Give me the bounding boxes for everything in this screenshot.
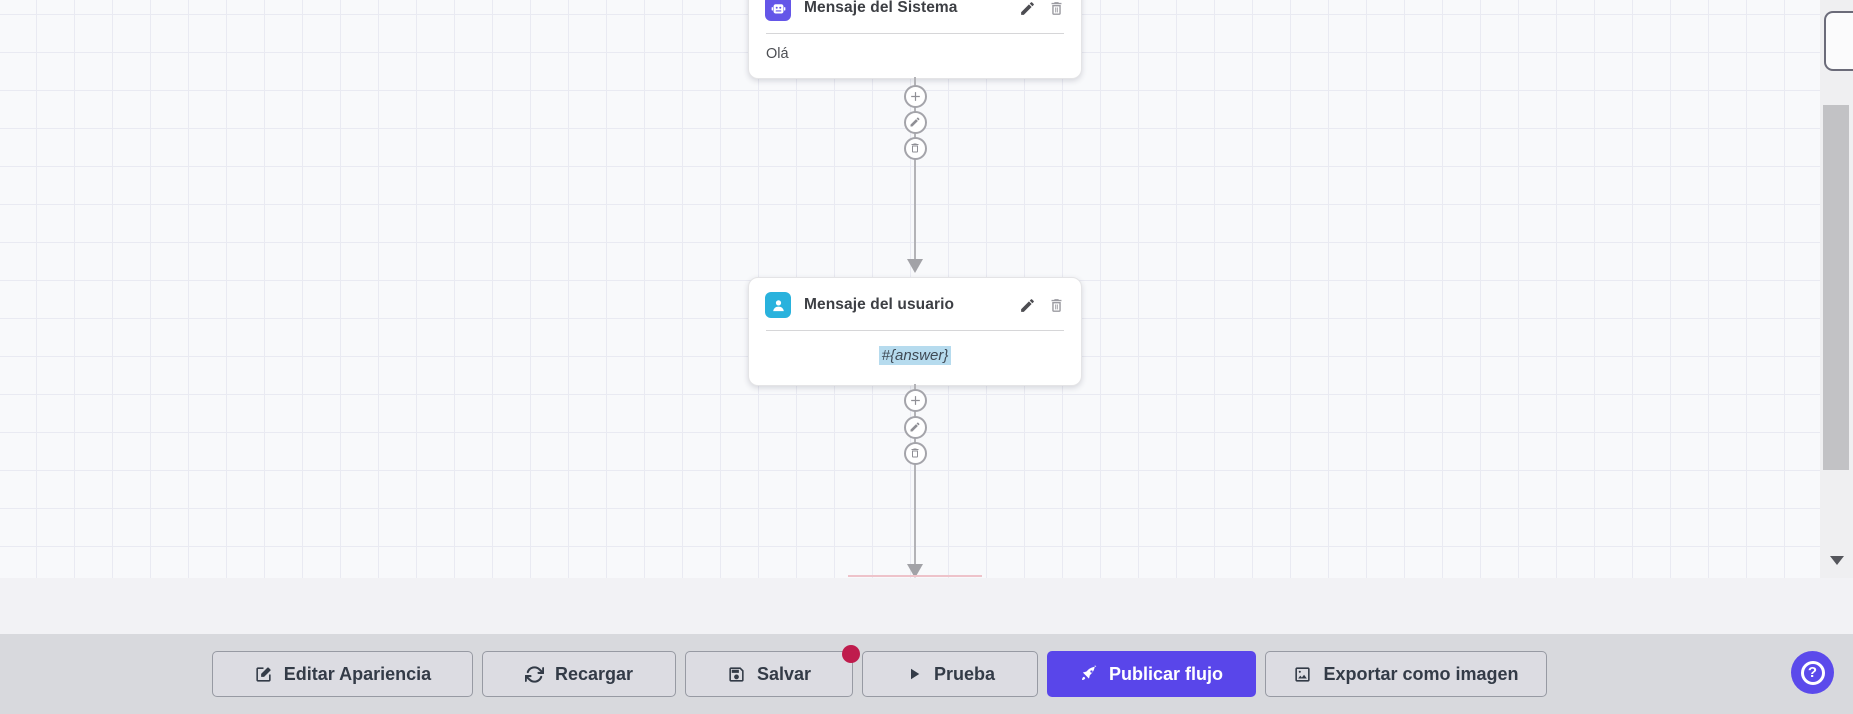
canvas-footer-strip [0, 578, 1853, 634]
zoom-panel[interactable] [1824, 11, 1853, 71]
node-divider [766, 33, 1064, 34]
scrollbar-thumb[interactable] [1823, 105, 1849, 470]
add-node-button[interactable] [903, 388, 927, 412]
save-icon [729, 666, 744, 682]
edit-square-icon [256, 666, 271, 682]
export-image-button[interactable]: Exportar como imagen [1265, 651, 1547, 697]
help-button[interactable]: ? [1791, 651, 1834, 694]
node-header: Mensaje del Sistema [749, 0, 1081, 33]
publish-flow-button[interactable]: Publicar flujo [1047, 651, 1256, 697]
node-content: Olá [766, 46, 789, 62]
node-system-message[interactable]: Mensaje del Sistema Olá [748, 0, 1082, 79]
test-button[interactable]: Prueba [862, 651, 1038, 697]
variable-token: #{answer} [878, 346, 952, 365]
button-label: Recargar [554, 663, 634, 684]
connector-line [914, 384, 916, 564]
bottom-toolbar: Editar Apariencia Recargar Salvar Prueba… [0, 634, 1853, 714]
scroll-down-arrow-icon[interactable] [1830, 556, 1844, 565]
node-content: #{answer} [749, 331, 1081, 385]
delete-node-icon[interactable] [1048, 297, 1065, 314]
delete-node-icon[interactable] [1048, 0, 1065, 17]
node-header: Mensaje del usuario [749, 278, 1081, 330]
button-label: Editar Apariencia [283, 663, 432, 684]
edit-appearance-button[interactable]: Editar Apariencia [212, 651, 473, 697]
connector-line [914, 77, 916, 260]
refresh-icon [524, 665, 544, 683]
flow-canvas[interactable]: Mensaje del Sistema Olá [0, 0, 1853, 578]
node-title: Mensaje del usuario [804, 296, 955, 313]
vertical-scrollbar[interactable] [1820, 0, 1853, 578]
delete-connection-button[interactable] [903, 441, 927, 465]
node-title: Mensaje del Sistema [804, 0, 958, 16]
rocket-icon [1082, 665, 1097, 681]
edit-node-icon[interactable] [1019, 297, 1036, 314]
edit-connection-button[interactable] [903, 110, 927, 134]
edit-node-icon[interactable] [1019, 0, 1036, 17]
button-label: Salvar [756, 663, 812, 684]
next-node-edge [848, 575, 982, 577]
connector-arrow-icon [907, 564, 923, 578]
reload-button[interactable]: Recargar [482, 651, 676, 697]
add-node-button[interactable] [903, 84, 927, 108]
image-icon [1295, 666, 1311, 682]
button-label: Publicar flujo [1108, 663, 1223, 684]
node-divider [766, 330, 1064, 331]
node-user-message[interactable]: Mensaje del usuario #{answer} [748, 277, 1082, 386]
button-label: Exportar como imagen [1323, 663, 1519, 684]
button-label: Prueba [933, 663, 996, 684]
question-mark-icon: ? [1800, 660, 1825, 685]
edit-connection-button[interactable] [903, 415, 927, 439]
connector-arrow-icon [907, 259, 923, 273]
delete-connection-button[interactable] [903, 136, 927, 160]
robot-icon [765, 0, 791, 21]
save-button[interactable]: Salvar [685, 645, 860, 697]
unsaved-changes-badge [842, 645, 860, 663]
play-icon [910, 668, 920, 680]
user-icon [765, 292, 791, 318]
